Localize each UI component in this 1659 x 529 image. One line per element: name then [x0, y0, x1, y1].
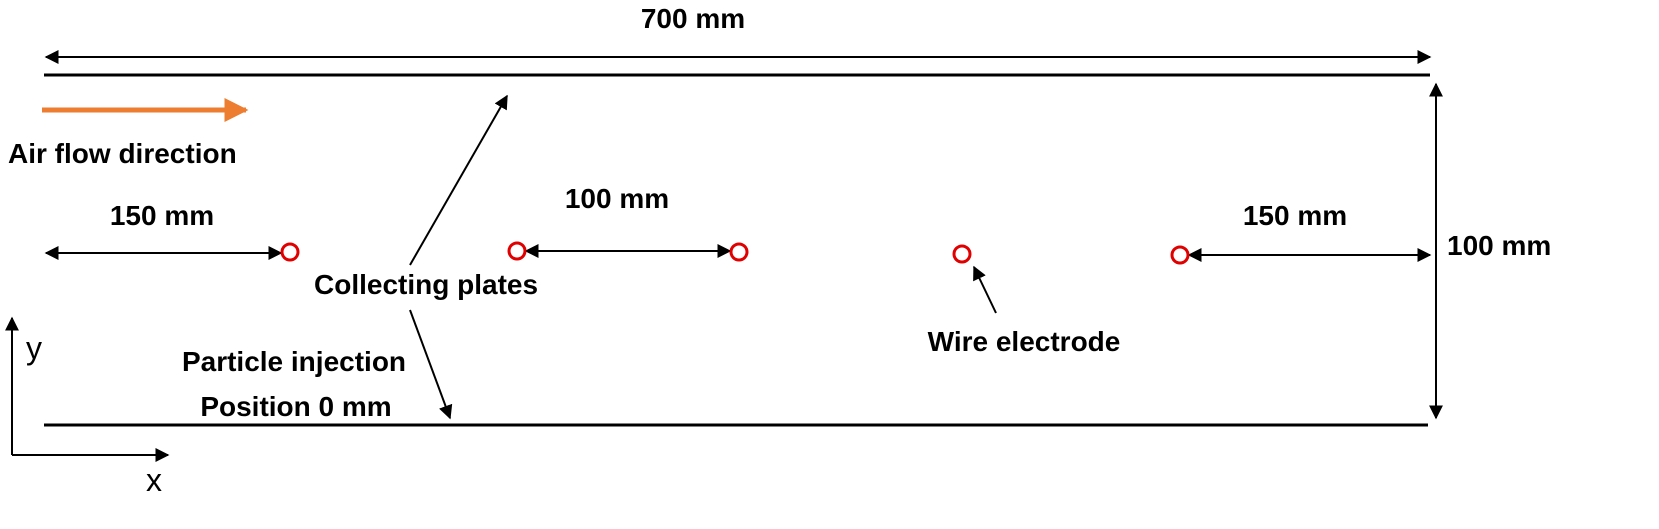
wire-electrode-5 — [1170, 245, 1190, 265]
particle-injection-position-label: Position 0 mm — [200, 391, 391, 422]
wire-electrode-1 — [280, 242, 300, 262]
length-dimension-label: 700 mm — [641, 3, 745, 34]
wire-electrode-3 — [729, 242, 749, 262]
collecting-plates-pointer-bottom — [409, 309, 453, 420]
y-axis-label: y — [26, 330, 42, 366]
collecting-plates-pointer-top — [409, 94, 508, 266]
particle-injection-label: Particle injection — [182, 346, 406, 377]
outlet-gap-label: 150 mm — [1243, 200, 1347, 231]
x-axis-label: x — [146, 462, 162, 498]
wire-spacing-label: 100 mm — [565, 183, 669, 214]
wire-electrode-2 — [507, 241, 527, 261]
air-flow-label: Air flow direction — [8, 138, 237, 169]
wire-electrode-4 — [952, 244, 972, 264]
wire-electrode-pointer — [973, 265, 997, 314]
collecting-plates-label: Collecting plates — [314, 269, 538, 300]
inlet-gap-label: 150 mm — [110, 200, 214, 231]
wire-electrodes — [280, 241, 1190, 265]
wire-electrode-label: Wire electrode — [928, 326, 1121, 357]
height-dimension-label: 100 mm — [1447, 230, 1551, 261]
